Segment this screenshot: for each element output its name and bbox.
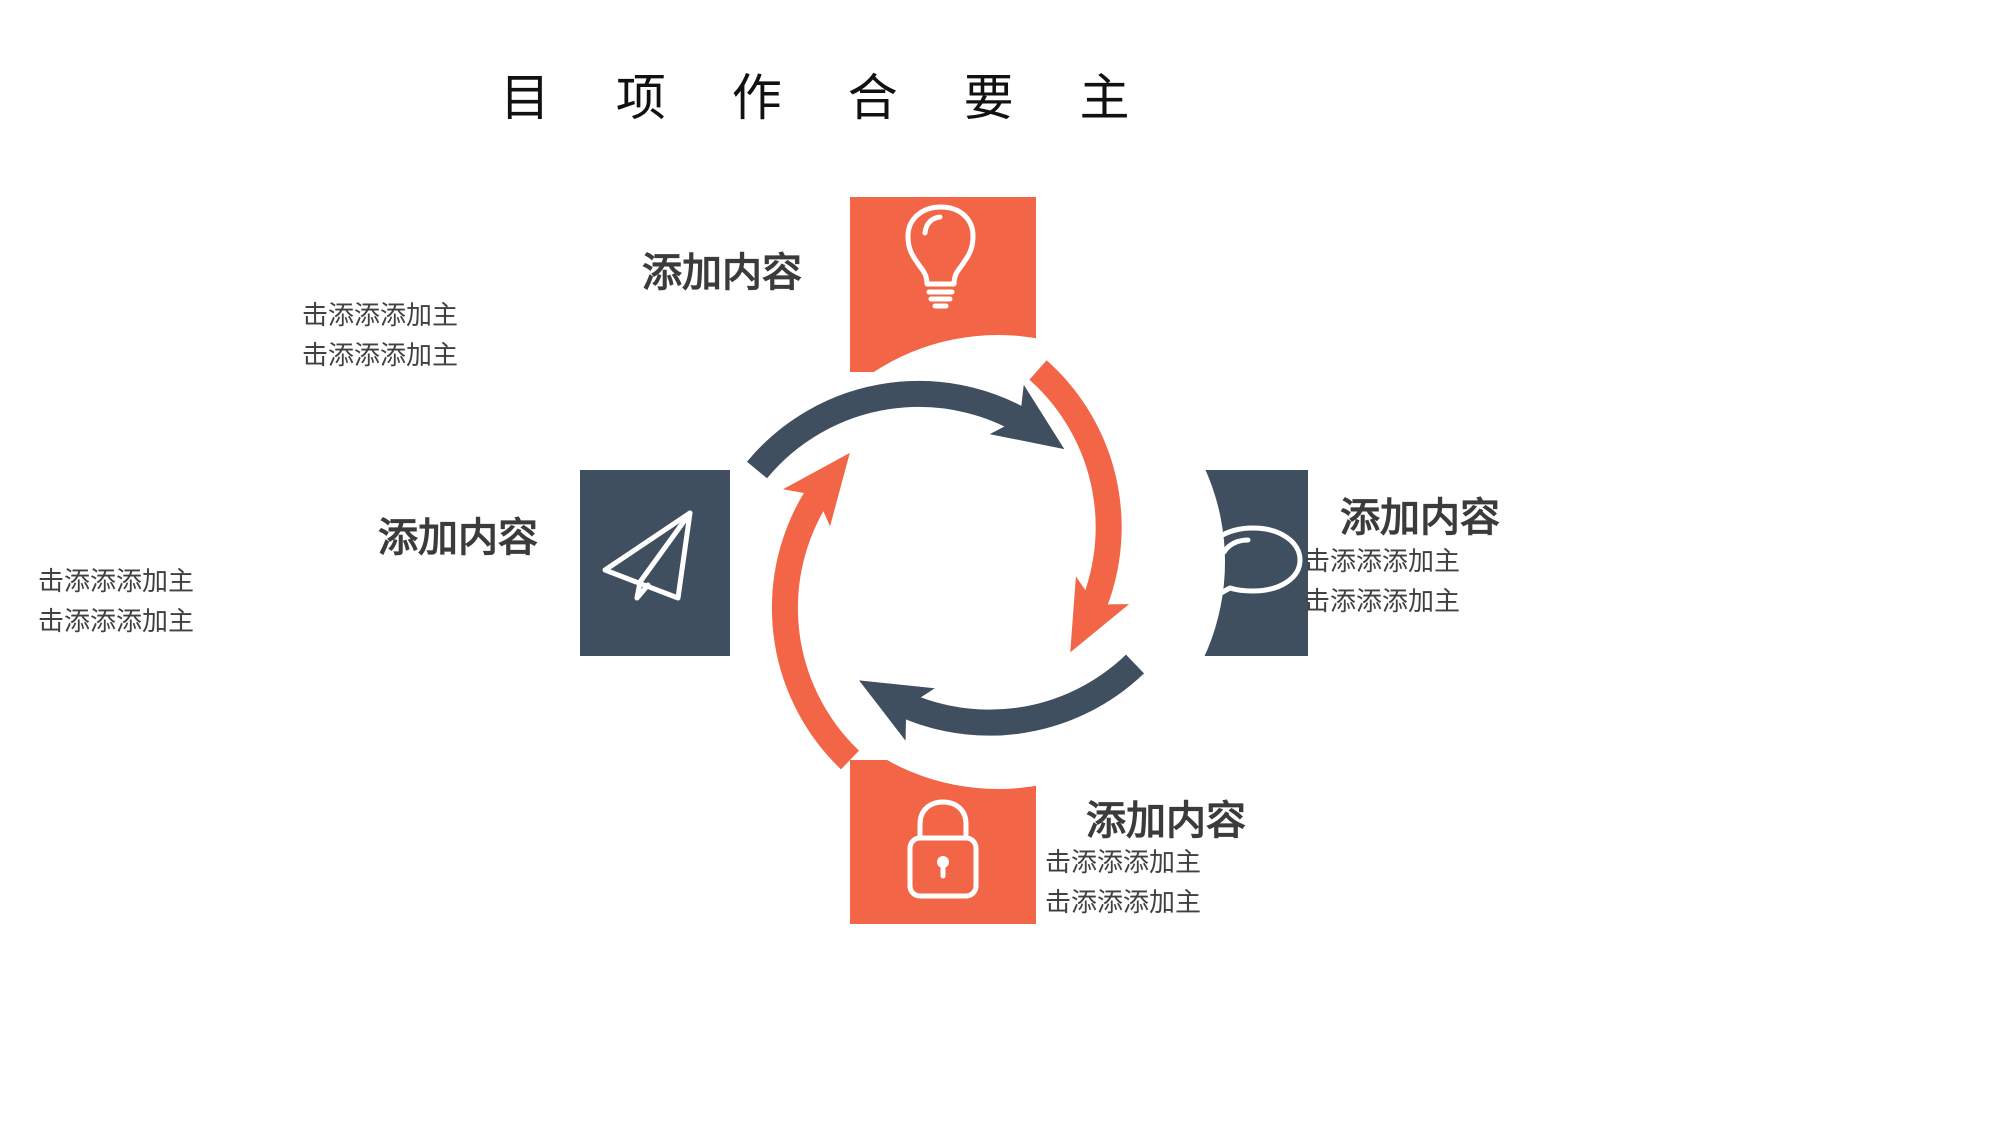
desc-line: 击添添添加主 (302, 301, 459, 331)
desc-line: 击添添添加主 (1045, 888, 1202, 918)
item-desc-left: 击添添添加主 击添添添加主 (38, 562, 194, 642)
item-heading-right: 添加内容 (1340, 495, 1500, 541)
item-heading-top: 添加内容 (642, 250, 802, 296)
item-heading-left: 添加内容 (378, 515, 538, 561)
padlock-icon (907, 799, 979, 899)
item-desc-bottom: 击添添添加主 击添添添加主 (1045, 843, 1201, 923)
item-desc-right: 击添添添加主 击添添添加主 (1304, 542, 1460, 622)
desc-line: 击添添添加主 (38, 567, 195, 597)
desc-line: 击添添添加主 (1304, 547, 1461, 577)
desc-line: 击添添添加主 (302, 341, 459, 371)
slide-title: 目 项 作 合 要 主 (500, 69, 1155, 127)
arrow-top (746, 380, 1065, 479)
arrow-left (771, 452, 860, 770)
chat-bubble-icon (1202, 525, 1303, 603)
desc-line: 击添添添加主 (38, 607, 195, 637)
arrow-bottom (859, 654, 1145, 741)
item-desc-top: 击添添添加主 击添添添加主 (302, 296, 458, 376)
item-heading-bottom: 添加内容 (1086, 798, 1246, 844)
paper-plane-icon (602, 510, 693, 601)
desc-line: 击添添添加主 (1304, 587, 1461, 617)
desc-line: 击添添添加主 (1045, 848, 1202, 878)
arrow-right (1029, 360, 1130, 653)
lightbulb-icon (905, 204, 976, 309)
